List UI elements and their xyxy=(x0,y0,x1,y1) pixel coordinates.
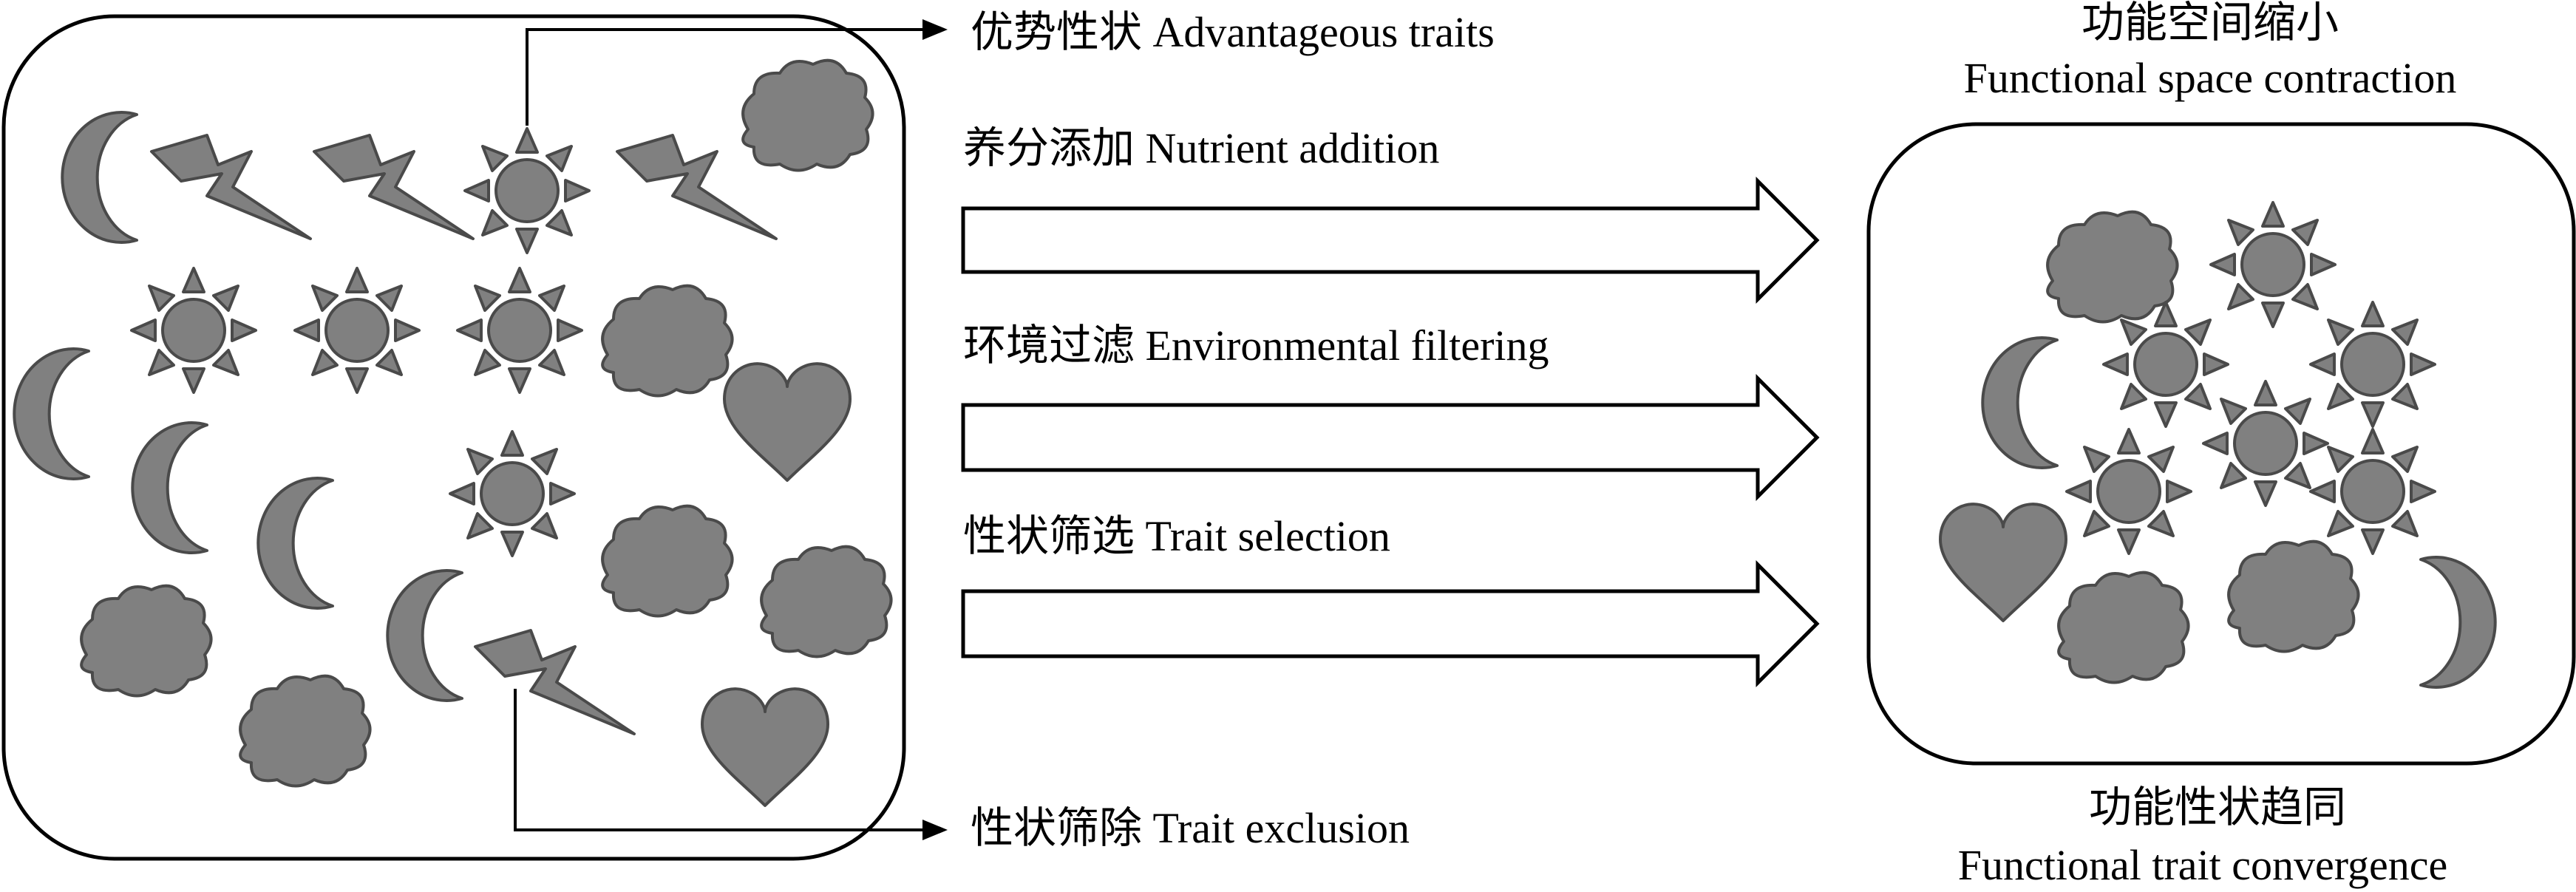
moon-icon xyxy=(386,569,463,702)
sun-icon xyxy=(2309,428,2436,555)
nutrient-addition-arrow xyxy=(961,176,1820,304)
environmental-filtering-label: 环境过滤 Environmental filtering xyxy=(963,321,1549,370)
cloud-icon xyxy=(80,584,213,698)
environmental-filtering-arrow xyxy=(961,373,1820,502)
moon-icon xyxy=(256,477,334,610)
sun-icon xyxy=(2209,201,2337,328)
sun-icon xyxy=(2065,428,2192,555)
sun-icon xyxy=(2202,380,2329,507)
heart-icon xyxy=(701,687,829,807)
heart-icon xyxy=(723,362,852,482)
trait-exclusion-connector xyxy=(514,689,948,840)
cloud-icon xyxy=(601,504,734,618)
lightning-icon xyxy=(474,629,636,735)
cloud-icon xyxy=(2057,571,2190,684)
lightning-icon xyxy=(313,134,475,240)
sun-icon xyxy=(456,267,583,394)
initial-community-traits xyxy=(13,58,893,807)
moon-icon xyxy=(61,111,138,244)
advantageous-traits-label: 优势性状 Advantageous traits xyxy=(971,8,1495,56)
sun-icon xyxy=(130,267,257,394)
cloud-icon xyxy=(601,284,734,398)
advantageous-traits-connector xyxy=(526,19,948,126)
sun-icon xyxy=(2102,301,2229,428)
moon-icon xyxy=(1981,336,2059,469)
functional-space-contraction-en: Functional space contraction xyxy=(1964,54,2457,102)
cloud-icon xyxy=(239,674,372,788)
lightning-icon xyxy=(616,134,778,240)
nutrient-addition-label: 养分添加 Nutrient addition xyxy=(963,124,1439,172)
cloud-icon xyxy=(741,58,874,172)
lightning-icon xyxy=(150,134,312,240)
trait-selection-label: 性状筛选 Trait selection xyxy=(963,512,1390,560)
converged-community-panel xyxy=(1866,122,2576,766)
cloud-icon xyxy=(2227,539,2360,653)
moon-icon xyxy=(131,421,208,554)
trait-selection-arrow xyxy=(961,559,1820,688)
moon-icon xyxy=(13,347,90,480)
functional-trait-convergence-cn: 功能性状趋同 xyxy=(2089,783,2346,831)
functional-space-contraction-cn: 功能空间缩小 xyxy=(2081,0,2339,47)
functional-trait-convergence-en: Functional trait convergence xyxy=(1958,841,2447,889)
sun-icon xyxy=(2309,301,2436,428)
cloud-icon xyxy=(760,545,893,658)
sun-icon xyxy=(293,267,421,394)
trait-exclusion-label: 性状筛除 Trait exclusion xyxy=(971,804,1410,852)
sun-icon xyxy=(449,430,576,557)
heart-icon xyxy=(1939,503,2067,622)
initial-community-panel xyxy=(1,14,906,861)
sun-icon xyxy=(463,127,591,254)
moon-icon xyxy=(2419,556,2497,689)
converged-community-traits xyxy=(1939,201,2497,689)
cloud-icon xyxy=(2046,210,2179,324)
